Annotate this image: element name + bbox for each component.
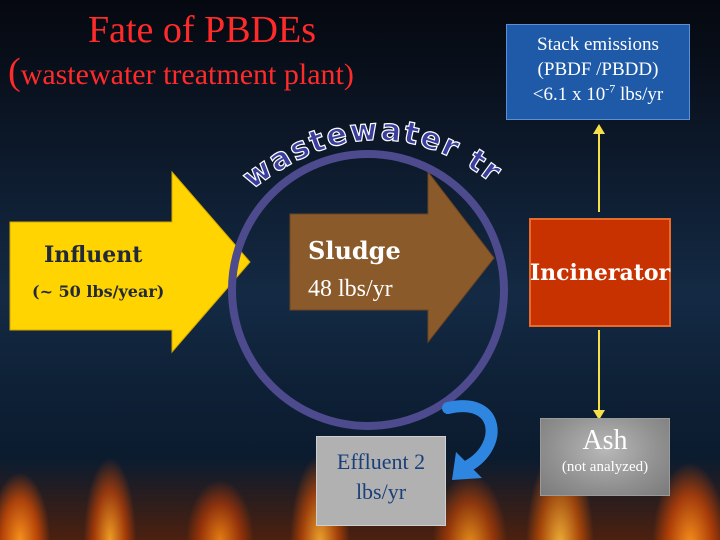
sludge-amount: 48 lbs/yr <box>308 276 393 302</box>
incinerator-label: Incinerator <box>529 259 671 286</box>
effluent-line-1: Effluent 2 <box>336 449 426 474</box>
stack-connector <box>593 124 605 212</box>
ash-note: (not analyzed) <box>561 459 649 475</box>
stack-emissions-box: Stack emissions (PBDF /PBDD) <6.1 x 10-7… <box>506 24 690 120</box>
influent-label: Influent <box>44 242 143 268</box>
stack-line-2: (PBDF /PBDD) <box>537 59 659 80</box>
ash-label: Ash <box>582 425 628 456</box>
effluent-box: Effluent 2 lbs/yr <box>316 436 446 526</box>
sludge-arrow <box>289 170 495 344</box>
slide-title: Fate of PBDEs <box>88 9 316 51</box>
stack-unit: lbs/yr <box>615 84 664 105</box>
sludge-label: Sludge <box>308 236 401 265</box>
stack-exponent: -7 <box>605 81 616 96</box>
treatment-circle <box>228 150 508 430</box>
effluent-line-2: lbs/yr <box>355 479 407 504</box>
ash-connector <box>593 330 605 420</box>
stack-line-1: Stack emissions <box>537 34 659 55</box>
stack-value: <6.1 x 10 <box>532 84 606 105</box>
incinerator-box: Incinerator <box>529 218 671 327</box>
effluent-curved-arrow <box>442 400 498 480</box>
influent-amount: (~ 50 lbs/year) <box>32 282 165 301</box>
subtitle-text: wastewater treatment plant) <box>20 58 354 91</box>
subtitle-open-paren: ( <box>8 51 21 93</box>
stack-line-3: <6.1 x 10-7 lbs/yr <box>507 82 689 107</box>
ash-box: Ash (not analyzed) <box>540 418 670 496</box>
influent-arrow <box>9 170 251 354</box>
slide-subtitle: (wastewater treatment plant) <box>8 50 354 94</box>
